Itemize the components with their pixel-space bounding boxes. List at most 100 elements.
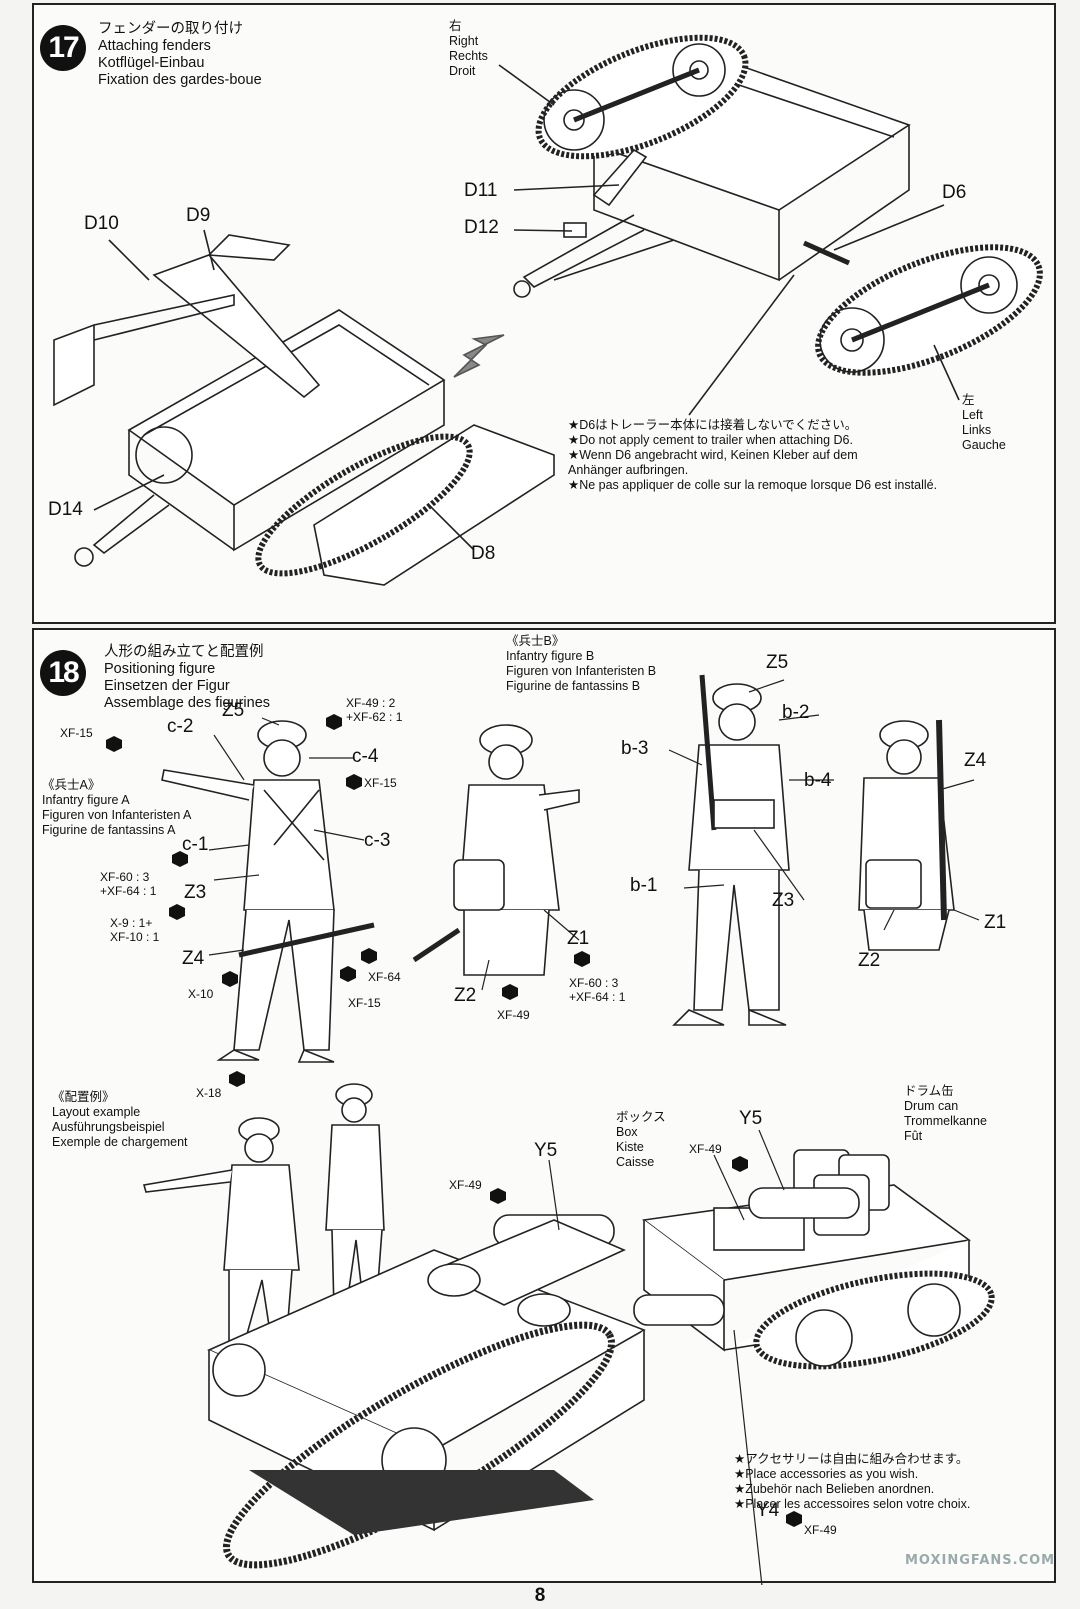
part-y5-a: Y5 (534, 1140, 558, 1161)
paint-uniform-mix: XF-60 : 3 +XF-64 : 1 (100, 870, 156, 898)
part-b1: b-1 (630, 875, 658, 896)
title-jp: 人形の組み立てと配置例 (104, 644, 264, 660)
part-y4: Y4 (756, 1500, 780, 1521)
part-d6: D6 (942, 182, 967, 203)
step18-note: ★アクセサリーは自由に組み合わせます。 ★Place accessories a… (734, 1452, 970, 1512)
note18-de: ★Zubehör nach Belieben anordnen. (734, 1482, 935, 1496)
title-en: Positioning figure (104, 661, 216, 677)
figb-jp: 《兵士B》 (506, 634, 565, 648)
part-z2-b: Z2 (858, 950, 881, 971)
right-side-label: 右 Right Rechts Droit (449, 19, 488, 79)
title-de: Kotflügel-Einbau (98, 55, 205, 71)
part-z2-mid: Z2 (454, 985, 477, 1006)
paint-uniform2-1: XF-60 : 3 (569, 976, 619, 990)
note-fr: ★Ne pas appliquer de colle sur la remoqu… (568, 478, 938, 492)
d9-member (152, 254, 321, 399)
part-b2: b-2 (782, 702, 810, 723)
figure-b-back (858, 719, 955, 951)
drum-fr: Fût (904, 1129, 923, 1143)
note-en: ★Do not apply cement to trailer when att… (568, 433, 853, 447)
title-fr: Fixation des gardes-boue (98, 72, 262, 88)
d11-bracket (592, 148, 648, 207)
left-jp: 左 (962, 393, 975, 407)
box-de: Kiste (616, 1140, 644, 1154)
drum-de: Trommelkanne (904, 1114, 987, 1128)
part-d14: D14 (48, 499, 83, 520)
part-z3-b: Z3 (772, 890, 795, 911)
figb-en: Infantry figure B (506, 649, 595, 663)
paint-xf64: XF-64 (368, 970, 401, 984)
part-z1-mid: Z1 (567, 928, 590, 949)
paint-uniform2-2: +XF-64 : 1 (569, 990, 626, 1004)
part-y5-b: Y5 (739, 1108, 763, 1129)
part-d8: D8 (471, 543, 496, 564)
part-c2: c-2 (167, 716, 194, 737)
watermark: MOXINGFANS.COM (905, 1553, 1056, 1568)
drum-jp: ドラム缶 (904, 1084, 954, 1098)
step17-drawing (53, 34, 1043, 586)
figure-a-label: 《兵士A》 Infantry figure A Figuren von Infa… (42, 778, 191, 838)
drum-en: Drum can (904, 1099, 959, 1113)
box-label: ボックス Box Kiste Caisse (616, 1110, 666, 1170)
part-c1: c-1 (182, 834, 209, 855)
step17-panel: 17 フェンダーの取り付け Attaching fenders Kotflüge… (32, 3, 1056, 624)
part-d9: D9 (186, 205, 211, 226)
left-track (815, 244, 1043, 376)
part-z1-b: Z1 (984, 912, 1007, 933)
paint-helmet-1: XF-49 : 2 (346, 696, 396, 710)
part-b4: b-4 (804, 770, 832, 791)
paint-uniform-2: +XF-64 : 1 (100, 884, 157, 898)
part-z4-b: Z4 (964, 750, 987, 771)
note-de2: Anhänger aufbringen. (568, 463, 689, 477)
part-b3: b-3 (621, 738, 649, 759)
paint-xf49-b: XF-49 (449, 1178, 482, 1192)
note18-en: ★Place accessories as you wish. (734, 1467, 919, 1481)
part-z3-a: Z3 (184, 882, 207, 903)
box-en: Box (616, 1125, 638, 1139)
box-jp: ボックス (616, 1110, 666, 1124)
figa-de: Figuren von Infanteristen A (42, 808, 192, 822)
right-de: Rechts (449, 49, 488, 63)
layout-example (142, 1083, 995, 1569)
paint-xf49-c: XF-49 (689, 1142, 722, 1156)
paint-x18: X-18 (196, 1086, 222, 1100)
part-d12: D12 (464, 217, 499, 238)
part-c3: c-3 (364, 830, 391, 851)
paint-rifle-2: XF-10 : 1 (110, 930, 160, 944)
left-en: Left (962, 408, 983, 422)
figb-fr: Figurine de fantassins B (506, 679, 641, 693)
step18-number: 18 (40, 650, 86, 696)
figa-en: Infantry figure A (42, 793, 130, 807)
figure-b-label: 《兵士B》 Infantry figure B Figuren von Infa… (506, 634, 656, 694)
step18-drawing (106, 674, 995, 1585)
right-fr: Droit (449, 64, 476, 78)
layout-en: Layout example (52, 1105, 141, 1119)
paint-helmet-mix: XF-49 : 2 +XF-62 : 1 (346, 696, 402, 724)
paint-uniform-1: XF-60 : 3 (100, 870, 150, 884)
layout-de: Ausführungsbeispiel (52, 1120, 165, 1134)
drum-label: ドラム缶 Drum can Trommelkanne Fût (904, 1084, 987, 1144)
paint-xf49-d: XF-49 (804, 1523, 837, 1537)
d10-fender (53, 323, 95, 407)
figa-jp: 《兵士A》 (42, 778, 101, 792)
left-fr: Gauche (962, 438, 1006, 452)
figure-a-back (412, 724, 580, 976)
left-de: Links (962, 423, 992, 437)
paint-xf15-b: XF-15 (364, 776, 397, 790)
part-d10: D10 (84, 213, 119, 234)
title-en: Attaching fenders (98, 38, 211, 54)
figure-b (672, 674, 790, 1026)
title-de: Einsetzen der Figur (104, 678, 230, 694)
title-fr: Assemblage des figurines (104, 695, 271, 711)
page-number: 8 (534, 1585, 546, 1606)
paint-xf49-a: XF-49 (497, 1008, 530, 1022)
right-track (535, 34, 749, 160)
part-z5-b: Z5 (766, 652, 789, 673)
left-side-label: 左 Left Links Gauche (962, 393, 1006, 453)
lower-track (255, 433, 473, 577)
title-jp: フェンダーの取り付け (98, 21, 243, 37)
figure-a (161, 720, 375, 1063)
note18-fr: ★Placer les accessoires selon votre choi… (734, 1497, 971, 1511)
step17-note: ★D6はトレーラー本体には接着しないでください。 ★Do not apply c… (568, 418, 937, 493)
d6-axle (802, 240, 851, 266)
